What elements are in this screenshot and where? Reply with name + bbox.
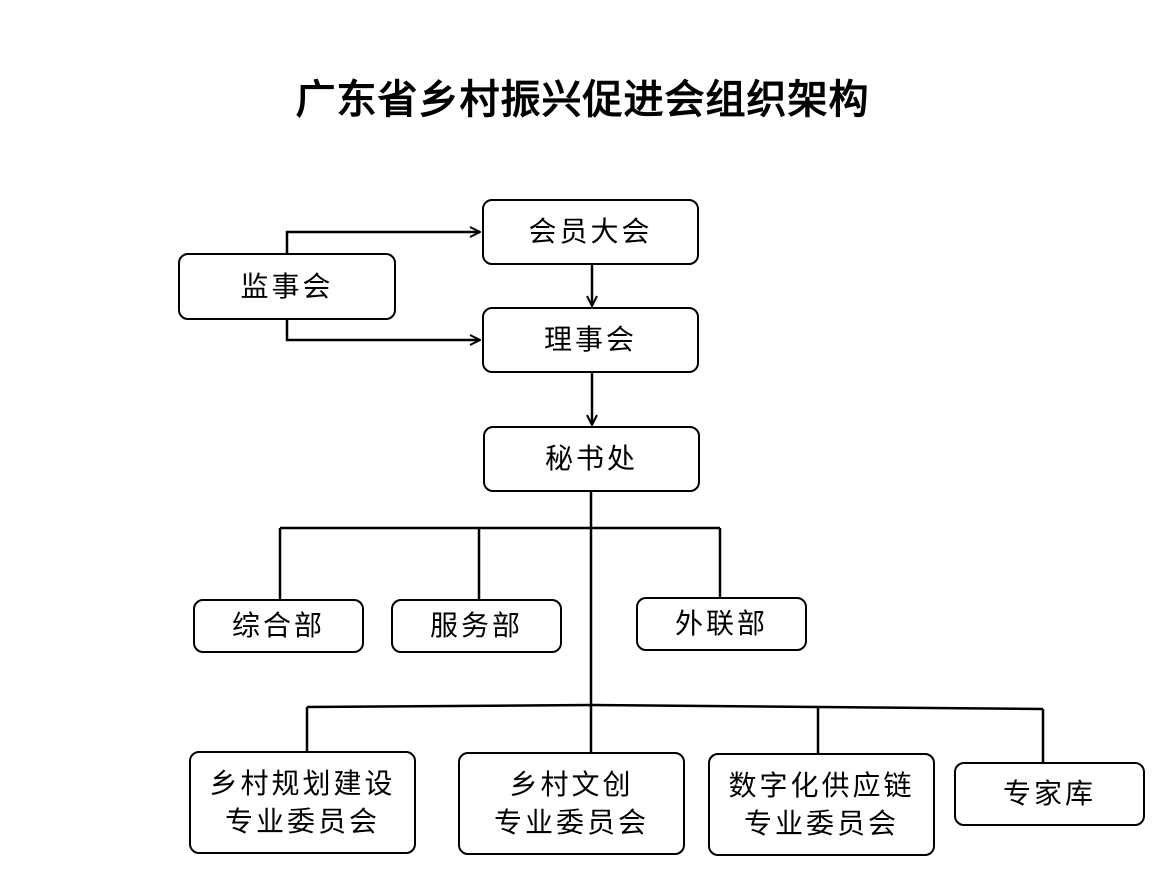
connector-supervisory-assembly bbox=[287, 232, 480, 252]
node-label: 服务部 bbox=[429, 609, 523, 642]
node-general-assembly: 会员大会 bbox=[482, 199, 699, 265]
chart-title: 广东省乡村振兴促进会组织架构 bbox=[295, 76, 870, 123]
connector-supervisory-council bbox=[287, 320, 480, 340]
node-supervisory-board: 监事会 bbox=[178, 253, 396, 320]
node-external-liaison-department: 外联部 bbox=[636, 597, 807, 651]
node-secretariat: 秘书处 bbox=[483, 426, 700, 492]
node-label-line-1: 数字化供应链 bbox=[728, 768, 915, 802]
node-label-line-2: 专业委员会 bbox=[224, 804, 380, 838]
node-label: 专家库 bbox=[1002, 777, 1096, 810]
node-expert-pool: 专家库 bbox=[954, 762, 1145, 826]
node-label: 监事会 bbox=[240, 269, 334, 303]
node-label-line-2: 专业委员会 bbox=[743, 806, 899, 840]
node-label: 外联部 bbox=[674, 607, 768, 640]
connector-committee-bus bbox=[306, 703, 1044, 711]
node-rural-cultural-creative-committee: 乡村文创 专业委员会 bbox=[458, 752, 685, 855]
node-service-department: 服务部 bbox=[391, 599, 562, 653]
node-council: 理事会 bbox=[482, 307, 699, 373]
node-label: 理事会 bbox=[543, 323, 637, 356]
node-label: 秘书处 bbox=[544, 442, 638, 475]
node-label-line-1: 乡村文创 bbox=[509, 767, 634, 801]
node-label: 综合部 bbox=[231, 609, 325, 642]
node-digital-supply-chain-committee: 数字化供应链 专业委员会 bbox=[708, 753, 935, 856]
node-rural-planning-committee: 乡村规划建设 专业委员会 bbox=[189, 751, 416, 854]
node-general-department: 综合部 bbox=[193, 599, 364, 653]
node-label-line-1: 乡村规划建设 bbox=[209, 766, 396, 800]
node-label: 会员大会 bbox=[528, 215, 653, 248]
node-label-line-2: 专业委员会 bbox=[493, 805, 649, 839]
